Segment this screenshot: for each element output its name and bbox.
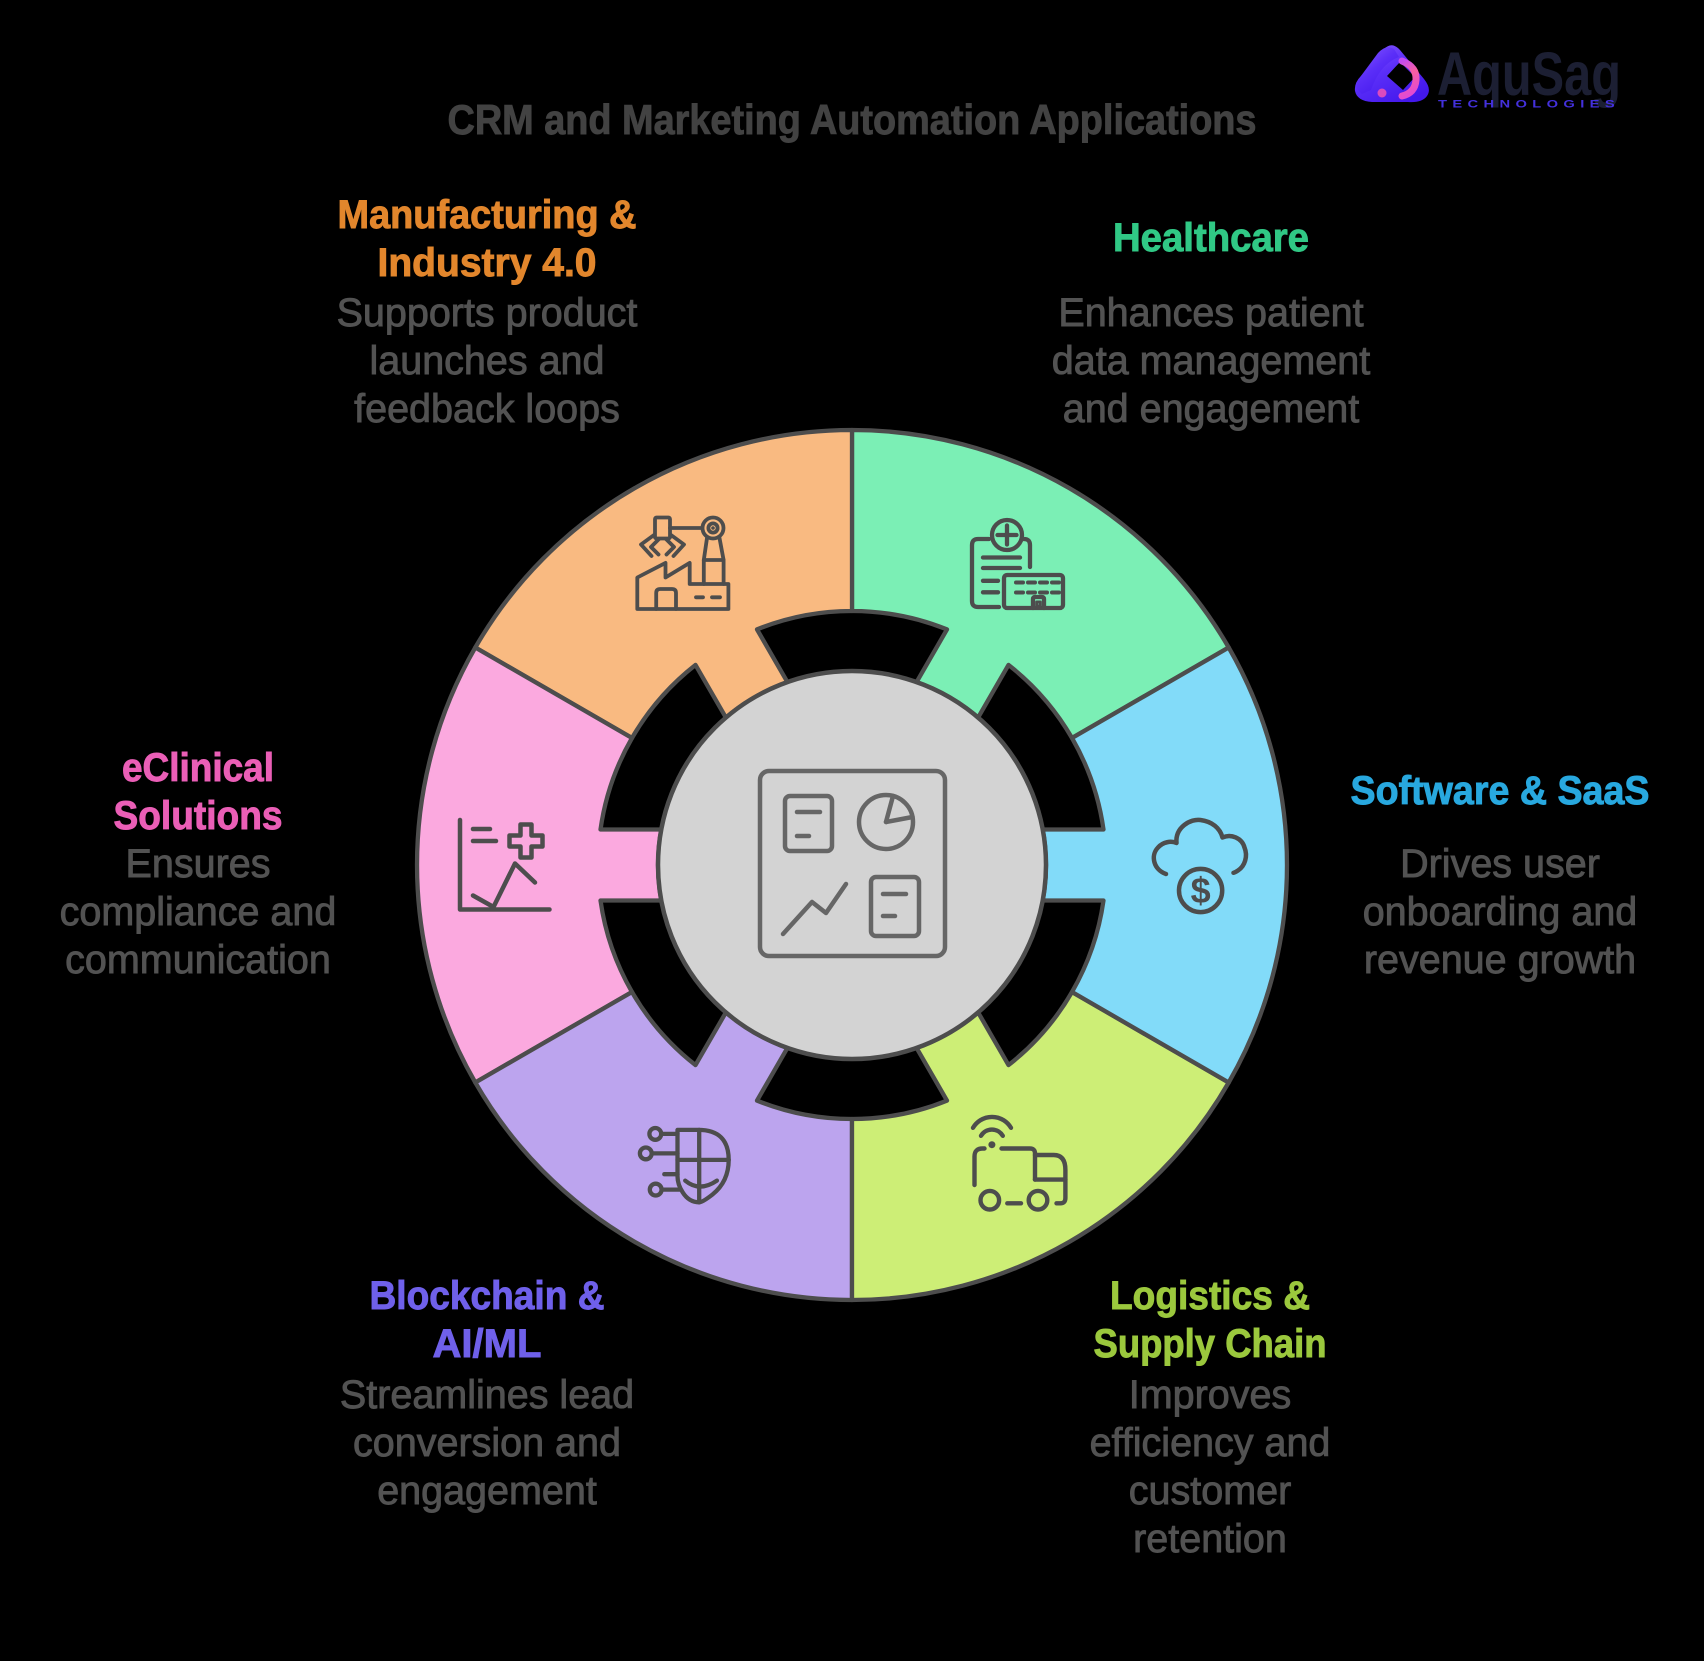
svg-text:Logistics &: Logistics & bbox=[1110, 1274, 1310, 1318]
svg-text:customer: customer bbox=[1129, 1469, 1291, 1513]
svg-text:AI/ML: AI/ML bbox=[433, 1322, 542, 1366]
svg-text:Supply Chain: Supply Chain bbox=[1094, 1322, 1327, 1366]
svg-text:retention: retention bbox=[1133, 1517, 1287, 1561]
svg-text:Manufacturing &: Manufacturing & bbox=[338, 193, 637, 237]
svg-text:communication: communication bbox=[65, 938, 331, 982]
svg-text:AquSag: AquSag bbox=[1437, 40, 1621, 108]
svg-text:Blockchain &: Blockchain & bbox=[370, 1274, 605, 1318]
svg-text:CRM and Marketing Automation A: CRM and Marketing Automation Application… bbox=[448, 96, 1257, 143]
svg-text:Solutions: Solutions bbox=[114, 794, 283, 838]
svg-text:efficiency and: efficiency and bbox=[1090, 1421, 1331, 1465]
svg-text:launches and: launches and bbox=[370, 339, 605, 383]
svg-text:engagement: engagement bbox=[377, 1469, 597, 1513]
svg-text:feedback loops: feedback loops bbox=[354, 387, 620, 431]
svg-text:revenue growth: revenue growth bbox=[1364, 938, 1636, 982]
svg-text:data management: data management bbox=[1052, 339, 1370, 383]
svg-text:Improves: Improves bbox=[1129, 1373, 1291, 1417]
svg-text:eClinical: eClinical bbox=[122, 746, 274, 790]
svg-text:Industry 4.0: Industry 4.0 bbox=[378, 241, 597, 285]
svg-text:TECHNOLOGIES: TECHNOLOGIES bbox=[1438, 99, 1620, 111]
svg-text:Ensures: Ensures bbox=[126, 842, 271, 886]
svg-text:and engagement: and engagement bbox=[1063, 387, 1360, 431]
svg-text:Supports product: Supports product bbox=[337, 291, 638, 335]
svg-text:Enhances patient: Enhances patient bbox=[1058, 291, 1363, 335]
svg-text:$: $ bbox=[1191, 870, 1211, 911]
svg-text:Streamlines lead: Streamlines lead bbox=[340, 1373, 634, 1417]
svg-text:Drives user: Drives user bbox=[1400, 842, 1600, 886]
svg-text:compliance and: compliance and bbox=[60, 890, 337, 934]
svg-text:conversion and: conversion and bbox=[353, 1421, 621, 1465]
svg-text:Healthcare: Healthcare bbox=[1113, 216, 1309, 260]
svg-text:Software & SaaS: Software & SaaS bbox=[1351, 769, 1650, 813]
svg-text:onboarding and: onboarding and bbox=[1363, 890, 1638, 934]
